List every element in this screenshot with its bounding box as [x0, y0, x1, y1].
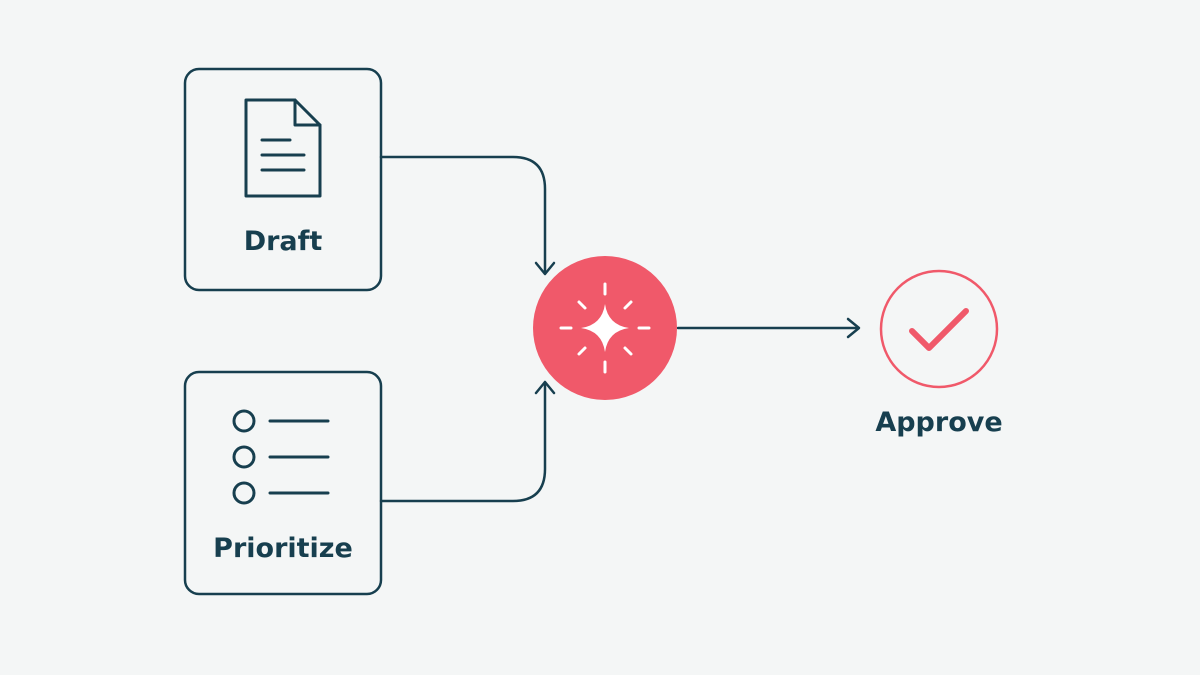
- draft-label: Draft: [243, 226, 323, 257]
- checkmark-icon: [909, 308, 969, 351]
- connector-draft-to-merge: [379, 155, 547, 274]
- prioritize-card[interactable]: [183, 370, 383, 596]
- connectors: [379, 155, 861, 503]
- prioritize-label: Prioritize: [213, 533, 353, 564]
- draft-card-frame: [183, 67, 383, 292]
- approve-node-circle: [879, 269, 999, 389]
- document-icon: [244, 98, 322, 198]
- list-icon: [232, 409, 330, 505]
- arrowhead-merge-approve: [846, 317, 861, 339]
- draft-card[interactable]: [183, 67, 383, 292]
- arrowhead-prioritize-merge: [534, 380, 556, 395]
- arrowhead-draft-merge: [534, 261, 556, 276]
- sparkle-star: [581, 304, 629, 352]
- sparkle-icon: [559, 282, 651, 374]
- connector-prioritize-to-merge: [379, 382, 547, 503]
- merge-node[interactable]: [533, 256, 677, 400]
- approve-label: Approve: [875, 407, 1003, 438]
- prioritize-card-frame: [183, 370, 383, 596]
- approve-node[interactable]: [879, 269, 999, 389]
